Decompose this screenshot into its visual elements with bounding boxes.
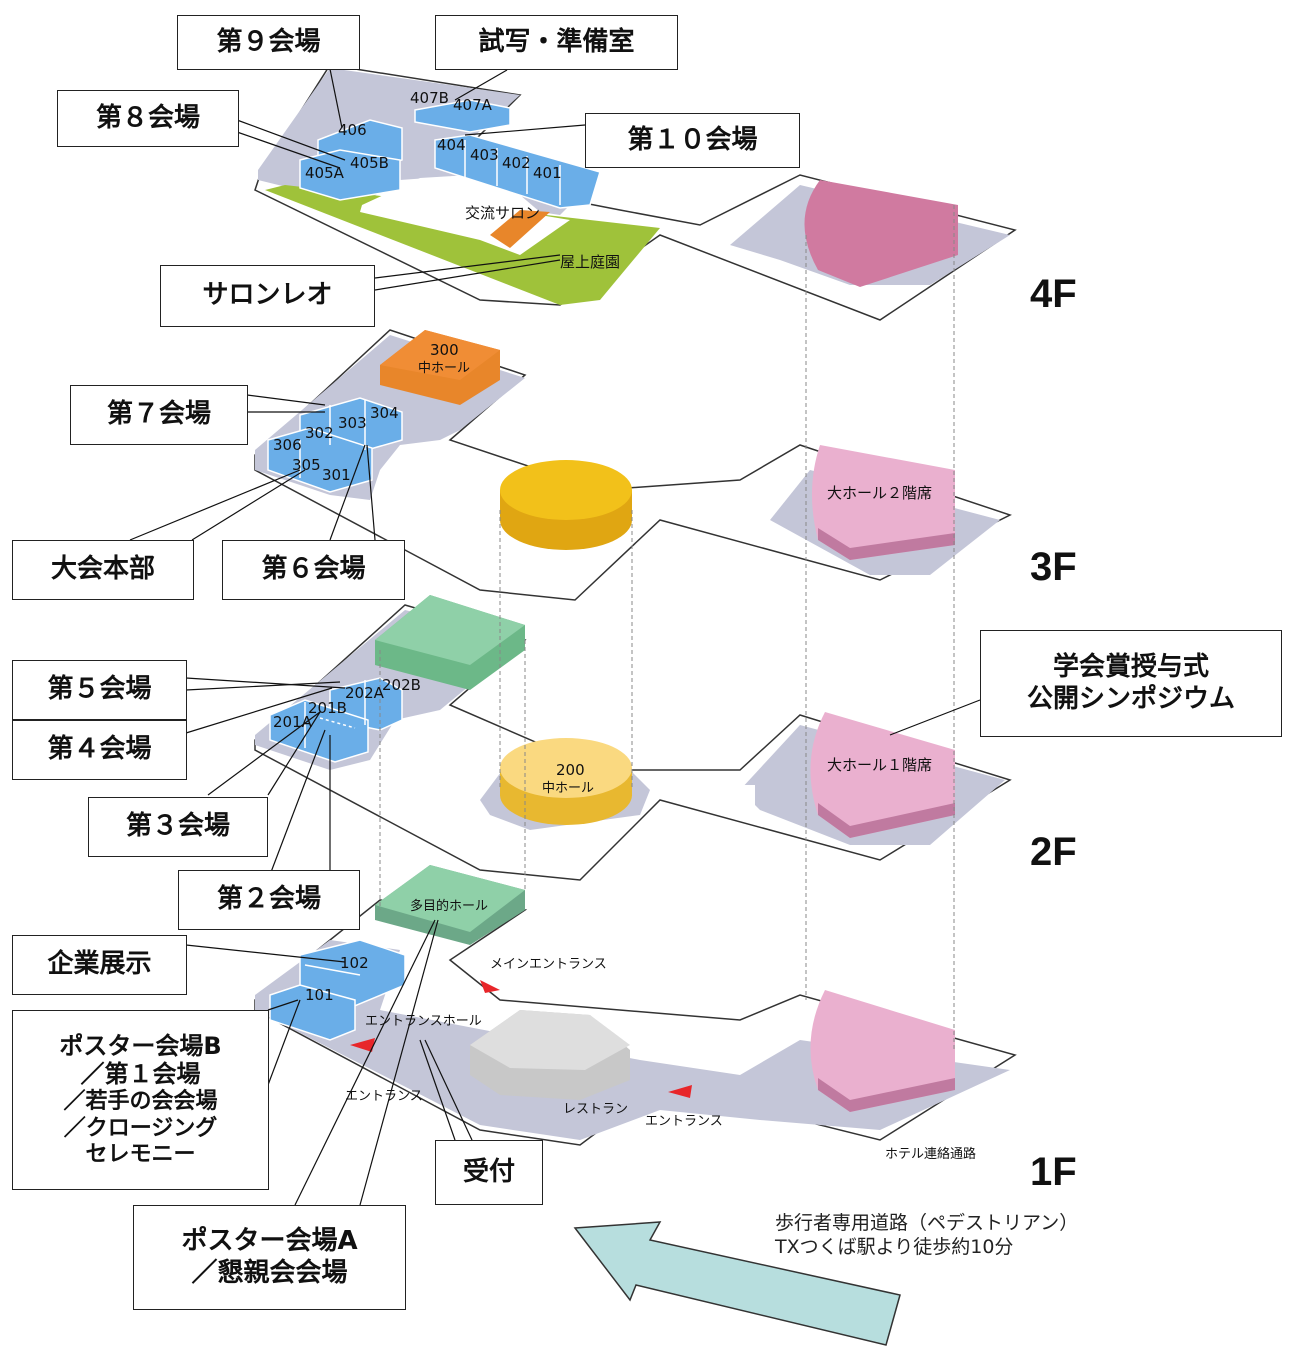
room-406: 406 <box>338 121 367 139</box>
big-hall-1f <box>810 712 955 838</box>
floor-label-1f: 1F <box>1030 1150 1077 1194</box>
room-306: 306 <box>273 436 302 454</box>
room-201a: 201A <box>273 713 313 731</box>
note-line-2: TXつくば駅より徒歩約10分 <box>775 1235 1014 1258</box>
callout-hall-10: 第１０会場 <box>585 113 800 168</box>
room-202a: 202A <box>345 684 385 702</box>
callout-reception: 受付 <box>435 1140 543 1205</box>
floor-label-4f: 4F <box>1030 272 1077 316</box>
room-405a: 405A <box>305 164 345 182</box>
multi-hall-label: 多目的ホール <box>410 898 488 914</box>
room-302: 302 <box>305 424 334 442</box>
room-407b: 407B <box>410 89 449 107</box>
poster-a-line-1: ポスター会場A <box>181 1226 358 1257</box>
restaurant-area <box>470 1010 630 1070</box>
room-200-sub: 中ホール <box>542 781 594 796</box>
award-line-1: 学会賞授与式 <box>1052 652 1209 683</box>
floor-label-2f: 2F <box>1030 830 1077 874</box>
salon-room <box>490 210 550 248</box>
poster-a-line-2: ／懇親会会場 <box>191 1257 348 1288</box>
big-hall-1f-label: 大ホール１階席 <box>827 756 932 774</box>
callout-award-symposium: 学会賞授与式 公開シンポジウム <box>980 630 1282 737</box>
award-line-2: 公開シンポジウム <box>1026 683 1235 714</box>
leader-lines <box>129 68 981 1206</box>
callout-hall-2: 第２会場 <box>178 870 360 930</box>
room-403: 403 <box>470 146 499 164</box>
room-300: 300 <box>430 341 459 359</box>
hall-200 <box>500 738 632 798</box>
entrance-right-label: エントランス <box>645 1114 723 1129</box>
callout-headquarters: 大会本部 <box>12 540 194 600</box>
walking-route-note: 歩行者専用道路（ペデストリアン） TXつくば駅より徒歩約10分 <box>775 1212 1078 1260</box>
hall-3f-disc <box>500 460 632 520</box>
entrance-hall-label: エントランスホール <box>365 1014 482 1029</box>
callout-hall-7: 第７会場 <box>70 385 248 445</box>
hotel-passage-label: ホテル連絡通路 <box>885 1146 976 1162</box>
poster-b-line-5: セレモニー <box>85 1141 196 1167</box>
entrance-marker-left <box>350 1038 375 1052</box>
floor-3f-rooms <box>267 397 403 493</box>
big-hall-floor1 <box>810 990 955 1112</box>
entrance-left-label: エントランス <box>345 1089 423 1104</box>
room-300-sub: 中ホール <box>418 361 470 376</box>
callout-hall-5: 第５会場 <box>12 660 187 720</box>
poster-b-line-2: ／第１会場 <box>80 1060 201 1089</box>
roof-garden-label: 屋上庭園 <box>560 253 620 271</box>
poster-b-line-3: ／若手の会会場 <box>63 1089 218 1115</box>
room-labels: 406 407B 407A 405A 405B 404 403 402 401 … <box>273 89 976 1162</box>
green-room-2f <box>375 595 525 665</box>
room-305: 305 <box>292 456 321 474</box>
note-line-1: 歩行者専用道路（ペデストリアン） <box>775 1212 1079 1234</box>
big-hall-upper <box>804 180 958 287</box>
callout-hall-9: 第９会場 <box>177 15 360 70</box>
big-hall-2f-label: 大ホール２階席 <box>827 484 932 502</box>
entrance-marker-main <box>480 980 500 993</box>
room-401: 401 <box>533 164 562 182</box>
multipurpose-hall <box>375 865 525 932</box>
room-304: 304 <box>370 404 399 422</box>
room-201b: 201B <box>308 699 347 717</box>
room-301: 301 <box>322 466 351 484</box>
room-101: 101 <box>305 986 334 1004</box>
floor-2f-rooms <box>269 677 403 763</box>
room-404: 404 <box>437 136 466 154</box>
callout-hall-6: 第６会場 <box>222 540 405 600</box>
callout-exhibition: 企業展示 <box>12 935 187 995</box>
callout-hall-4: 第４会場 <box>12 720 187 780</box>
alignment-lines <box>379 205 955 1050</box>
room-407a: 407A <box>453 96 493 114</box>
room-405b: 405B <box>350 154 389 172</box>
callout-poster-a: ポスター会場A ／懇親会会場 <box>133 1205 406 1310</box>
roof-garden-area <box>265 185 660 305</box>
room-402: 402 <box>502 154 531 172</box>
floor-label-3f: 3F <box>1030 545 1077 589</box>
callout-preview-room: 試写・準備室 <box>435 15 678 70</box>
room-200: 200 <box>556 761 585 779</box>
room-202b: 202B <box>382 676 421 694</box>
big-hall-2f <box>811 445 955 560</box>
floor-1f-rooms <box>269 939 406 1041</box>
main-entrance-label: メインエントランス <box>490 957 607 972</box>
entrance-marker-right <box>668 1085 692 1098</box>
poster-b-line-1: ポスター会場B <box>59 1031 222 1060</box>
poster-b-line-4: ／クロージング <box>63 1115 218 1141</box>
callout-hall-8: 第８会場 <box>57 90 239 147</box>
callout-poster-b: ポスター会場B ／第１会場 ／若手の会会場 ／クロージング セレモニー <box>12 1010 269 1190</box>
callout-salon-leo: サロンレオ <box>160 265 375 327</box>
restaurant-label: レストラン <box>563 1102 628 1117</box>
room-102: 102 <box>340 954 369 972</box>
room-303: 303 <box>338 414 367 432</box>
callout-hall-3: 第３会場 <box>88 797 268 857</box>
walking-route-arrow <box>573 1221 901 1346</box>
salon-label: 交流サロン <box>465 204 540 222</box>
